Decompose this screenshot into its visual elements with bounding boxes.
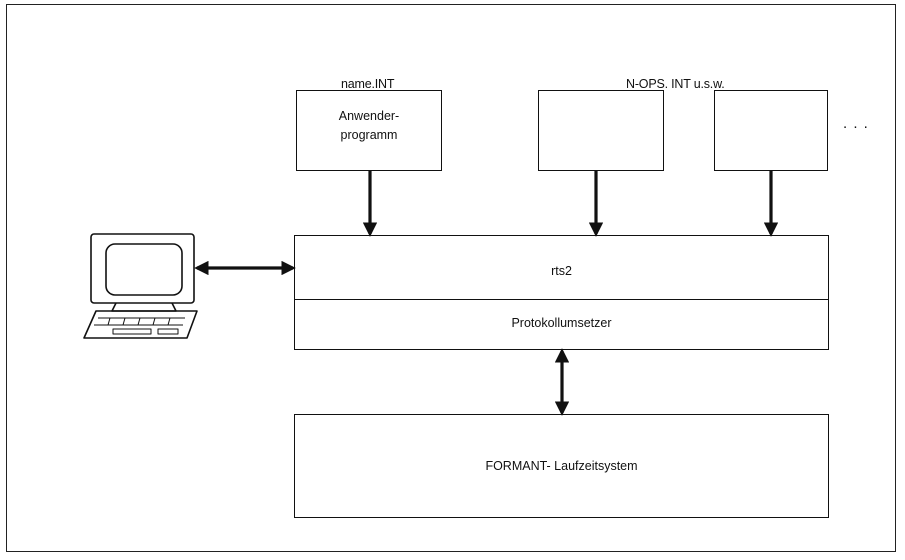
label-name-int: name.INT	[341, 77, 395, 91]
computer-terminal-icon	[83, 233, 198, 339]
rts2-divider	[295, 299, 828, 300]
box-anwenderprogramm-line1: Anwender-	[338, 109, 400, 123]
box-formant-laufzeitsystem: FORMANT- Laufzeitsystem	[294, 414, 829, 518]
box-protokollumsetzer-label: Protokollumsetzer	[511, 316, 612, 330]
box-anwenderprogramm: Anwender- programm	[296, 90, 442, 171]
box-module-empty-2	[714, 90, 828, 171]
box-anwenderprogramm-line2: programm	[340, 128, 398, 142]
box-module-empty-1	[538, 90, 664, 171]
label-nops-int: N-OPS. INT u.s.w.	[626, 77, 725, 91]
box-rts2-stack: rts2 Protokollumsetzer	[294, 235, 829, 350]
box-rts2-label: rts2	[551, 264, 572, 278]
label-ellipsis: . . .	[843, 115, 869, 132]
box-formant-label: FORMANT- Laufzeitsystem	[485, 459, 638, 473]
diagram-frame	[6, 4, 896, 552]
